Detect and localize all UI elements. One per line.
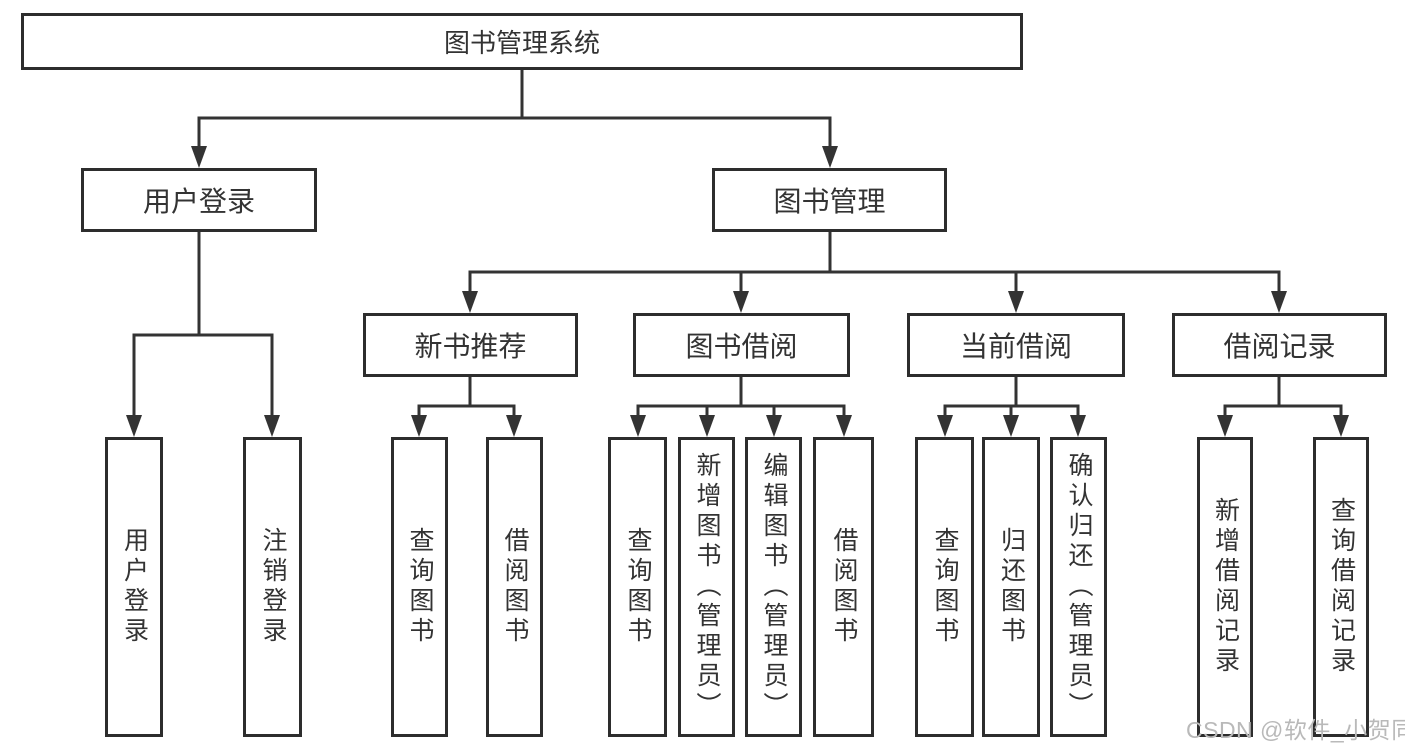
arrowhead-bookmgmt (822, 146, 838, 168)
leaf-add-borrow-record: 新增借阅记录 (1197, 437, 1253, 737)
arrowhead-leaf-edit (766, 415, 782, 437)
arrowhead-leaf-add (699, 415, 715, 437)
arrowhead-newbookrec (462, 291, 478, 313)
arrowhead-leaf-logout (264, 415, 280, 437)
leaf-borrow-books-1: 借阅图书 (486, 437, 543, 737)
node-book-mgmt: 图书管理 (712, 168, 947, 232)
node-current-borrowing: 当前借阅 (907, 313, 1125, 377)
arrowhead-leaf-confirm (1070, 415, 1086, 437)
arrowhead-borrowingrecords (1271, 291, 1287, 313)
connector-newbook-rail (417, 404, 516, 420)
arrowhead-leaf-query3 (937, 415, 953, 437)
leaf-query-books-2: 查询图书 (608, 437, 667, 737)
arrowhead-leaf-query2 (630, 415, 646, 437)
arrowhead-userlogin (191, 146, 207, 168)
connector-root-rail (197, 116, 832, 150)
arrowhead-leaf-queryrecord (1333, 415, 1349, 437)
connector-bookmgmt-rail (468, 270, 1281, 294)
arrowhead-bookborrowing (733, 291, 749, 313)
leaf-edit-books-admin: 编辑图书（管理员） (745, 437, 802, 737)
leaf-return-books: 归还图书 (982, 437, 1040, 737)
arrowhead-leaf-query1 (411, 415, 427, 437)
node-borrowing-records: 借阅记录 (1172, 313, 1387, 377)
connector-records-rail (1223, 404, 1343, 420)
leaf-logout: 注销登录 (243, 437, 302, 737)
csdn-watermark: CSDN @软件_小贺同学 (1186, 717, 1405, 743)
leaf-query-borrow-record: 查询借阅记录 (1313, 437, 1369, 737)
leaf-query-books-3: 查询图书 (915, 437, 974, 737)
leaf-query-books-1: 查询图书 (391, 437, 448, 737)
leaf-confirm-return-admin: 确认归还（管理员） (1050, 437, 1107, 737)
arrowhead-leaf-borrow2 (836, 415, 852, 437)
leaf-add-books-admin: 新增图书（管理员） (678, 437, 735, 737)
arrowhead-leaf-return (1003, 415, 1019, 437)
leaf-user-login: 用户登录 (105, 437, 163, 737)
arrowhead-leaf-borrow1 (506, 415, 522, 437)
arrowhead-leaf-addrecord (1217, 415, 1233, 437)
leaf-borrow-books-2: 借阅图书 (813, 437, 874, 737)
arrowhead-leaf-login (126, 415, 142, 437)
arrowhead-currentborrowing (1008, 291, 1024, 313)
connector-userlogin-rail (132, 333, 274, 420)
node-new-book-rec: 新书推荐 (363, 313, 578, 377)
node-book-borrowing: 图书借阅 (633, 313, 850, 377)
node-root: 图书管理系统 (21, 13, 1023, 70)
connector-borrowing-rail (636, 404, 846, 420)
node-user-login: 用户登录 (81, 168, 317, 232)
